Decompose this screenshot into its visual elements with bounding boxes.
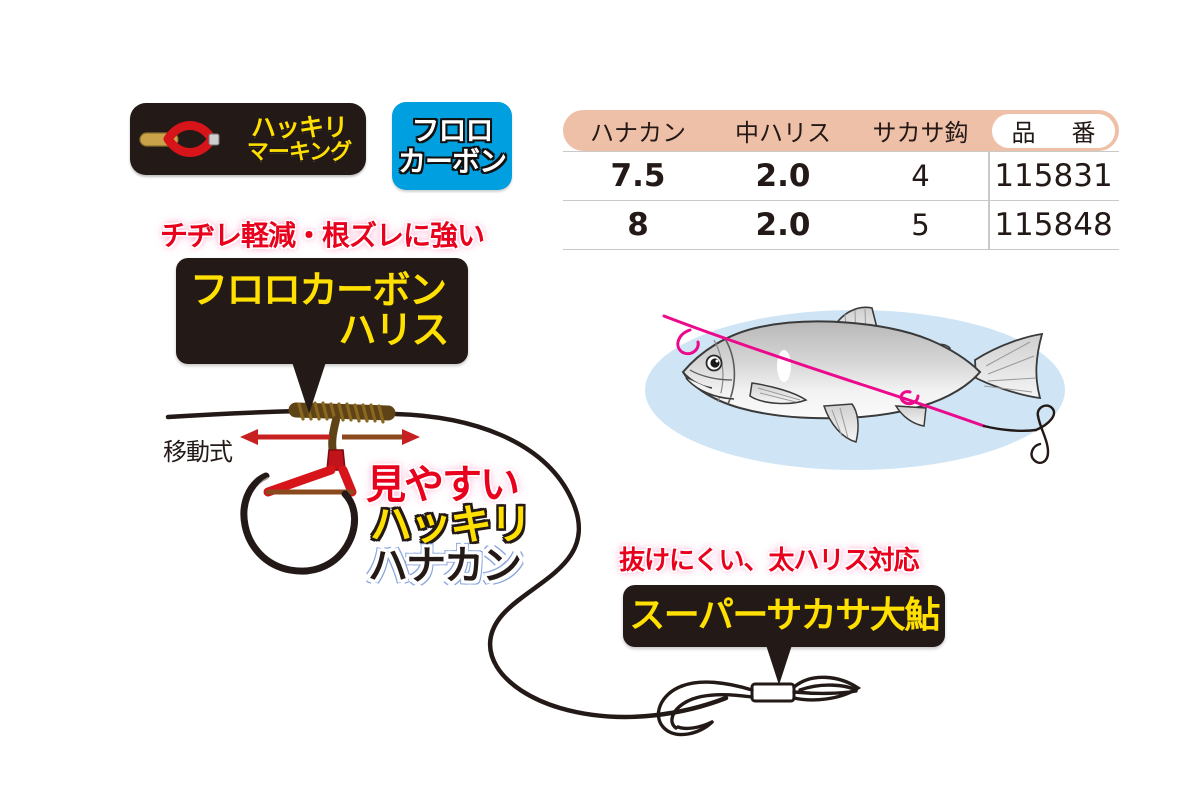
hakkiri-marking-badge: ハッキリ マーキング bbox=[130, 103, 366, 175]
move-direction-arrows bbox=[240, 429, 420, 445]
cell-hanakan: 8 bbox=[627, 207, 649, 243]
cell-naka-harisu: 2.0 bbox=[755, 158, 811, 194]
table-header-row: ハナカン 中ハリス サカサ鈎 品 番 bbox=[563, 110, 1119, 151]
cell-sakasa-bari: 5 bbox=[911, 208, 930, 242]
callout-sakasa-line1: スーパーサカサ大鮎 bbox=[629, 595, 940, 637]
cell-hinban: 115848 bbox=[994, 207, 1113, 243]
fluoro-badge-line2: カーボン bbox=[397, 144, 507, 178]
wordmark-hanakan: 見やすい ハッキリ ハナカン bbox=[366, 462, 532, 589]
fluorocarbon-badge: フロロ カーボン bbox=[392, 102, 512, 190]
cell-naka-harisu: 2.0 bbox=[755, 207, 811, 243]
marking-badge-line2: マーキング bbox=[246, 139, 352, 165]
callout-fluoro-line2: ハリス bbox=[338, 308, 449, 352]
wordmark-line-miyasui: 見やすい bbox=[366, 462, 520, 508]
column-header-naka-harisu: 中ハリス bbox=[735, 119, 831, 147]
sakasa-hook bbox=[656, 675, 862, 737]
pink-nose-loop bbox=[676, 328, 700, 356]
cell-hinban: 115831 bbox=[994, 158, 1113, 194]
pink-line bbox=[662, 314, 986, 428]
spec-table: ハナカン 中ハリス サカサ鈎 品 番 7.5 2.0 4 115831 8 2.… bbox=[563, 110, 1119, 250]
lateral-spot bbox=[777, 350, 791, 382]
callout-box-fluoro: フロロカーボン ハリス bbox=[176, 258, 468, 364]
table-row: 8 2.0 5 115848 bbox=[563, 201, 1119, 250]
callout-pointer-sakasa bbox=[766, 645, 792, 685]
wordmark-line-hanakan: ハナカン bbox=[368, 542, 522, 589]
table-row: 7.5 2.0 4 115831 bbox=[563, 151, 1119, 201]
column-header-hanakan: ハナカン bbox=[590, 119, 686, 147]
callout-fluoro-line1: フロロカーボン bbox=[190, 268, 447, 313]
pink-tail-loop bbox=[899, 390, 920, 406]
headline-fluoro: チヂレ軽減・根ズレに強い bbox=[160, 219, 485, 252]
marking-badge-line1: ハッキリ bbox=[250, 112, 348, 142]
column-header-hinban: 品 番 bbox=[992, 113, 1115, 148]
fluoro-badge-line1: フロロ bbox=[411, 113, 493, 147]
headline-sakasa: 抜けにくい、太ハリス対応 bbox=[619, 546, 919, 576]
cell-sakasa-bari: 4 bbox=[911, 159, 930, 193]
hanakan-ring-icon bbox=[139, 121, 220, 157]
cell-hanakan: 7.5 bbox=[610, 158, 666, 194]
label-idoushiki: 移動式 bbox=[163, 438, 233, 466]
ventral-fin bbox=[822, 403, 859, 443]
column-divider bbox=[988, 201, 990, 249]
main-line-left bbox=[165, 408, 303, 420]
column-divider bbox=[988, 152, 990, 200]
column-header-sakasa-bari: サカサ鈎 bbox=[872, 119, 969, 147]
harisu-line bbox=[392, 411, 729, 720]
ayu-fish-illustration bbox=[645, 306, 1065, 470]
hanakan-ring bbox=[240, 449, 358, 575]
tail-sakasa-hook bbox=[982, 404, 1056, 464]
callout-box-sakasa: スーパーサカサ大鮎 bbox=[623, 585, 945, 647]
anal-fin bbox=[894, 405, 927, 427]
callout-pointer-fluoro bbox=[292, 362, 326, 414]
wordmark-line-hakkiri: ハッキリ bbox=[370, 500, 532, 550]
